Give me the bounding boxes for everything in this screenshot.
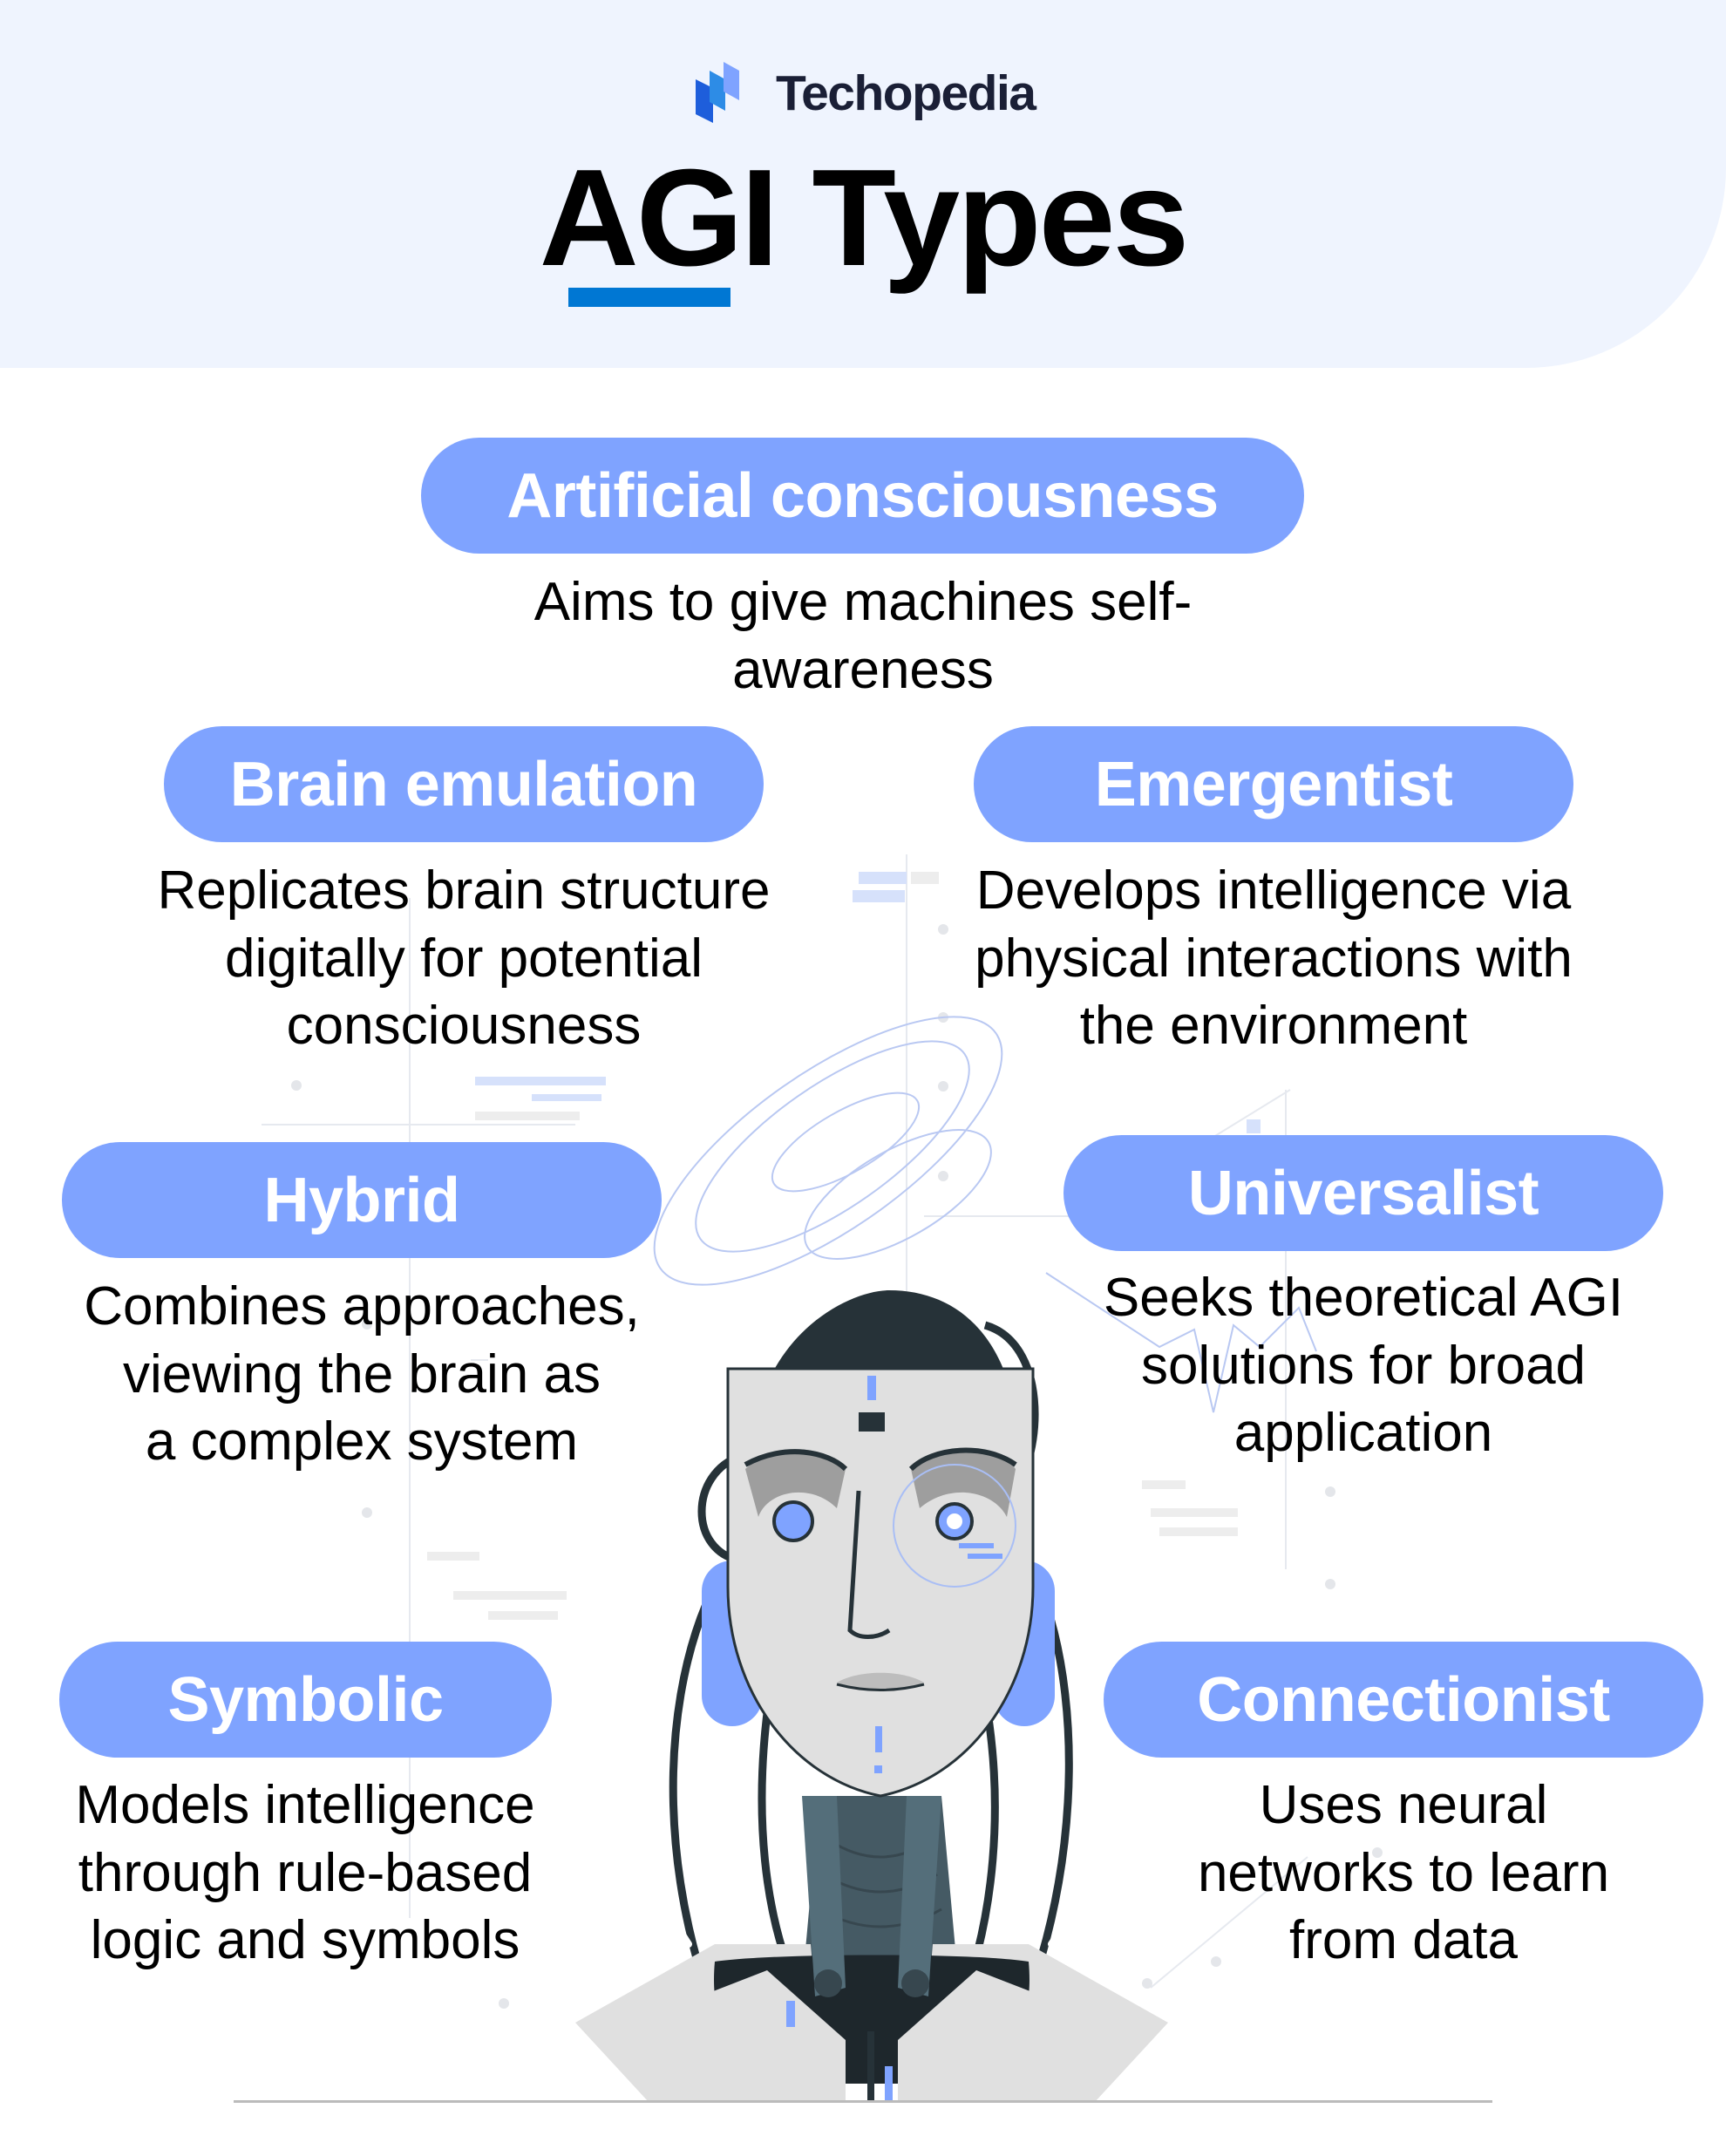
footer-divider: [234, 2100, 1492, 2103]
brand-logo[interactable]: Techopedia: [694, 58, 1036, 129]
type-description-brain-emulation: Replicates brain structure digitally for…: [157, 860, 771, 1056]
brand-name: Techopedia: [776, 65, 1036, 121]
type-description-universalist: Seeks theoretical AGI solutions for broa…: [1103, 1268, 1624, 1463]
type-description-symbolic: Models intelligence through rule-based l…: [75, 1775, 535, 1970]
type-label: Universalist: [1187, 1158, 1539, 1228]
type-label: Connectionist: [1197, 1664, 1610, 1735]
type-description-artificial-consciousness: Aims to give machines self- awareness: [533, 572, 1193, 700]
type-description-connectionist: Uses neural networks to learn from data: [1197, 1775, 1610, 1970]
type-pill-connectionist: Connectionist: [1104, 1642, 1703, 1758]
type-pill-artificial-consciousness: Artificial consciousness: [421, 438, 1304, 554]
robot-bust-icon: [575, 1290, 1168, 2101]
type-description-hybrid: Combines approaches, viewing the brain a…: [84, 1276, 640, 1472]
type-pill-universalist: Universalist: [1063, 1135, 1663, 1251]
type-label: Hybrid: [263, 1165, 460, 1235]
type-label: Artificial consciousness: [506, 460, 1219, 531]
type-label: Symbolic: [167, 1664, 444, 1735]
type-pill-hybrid: Hybrid: [62, 1142, 662, 1258]
techopedia-logo-icon: [696, 62, 739, 123]
header-band: [0, 0, 1726, 368]
title-underline: [568, 288, 730, 307]
type-label: Emergentist: [1094, 749, 1453, 820]
page-title: AGI Types: [539, 141, 1190, 295]
type-pill-symbolic: Symbolic: [59, 1642, 552, 1758]
type-description-emergentist: Develops intelligence via physical inter…: [975, 860, 1573, 1056]
type-pill-emergentist: Emergentist: [974, 726, 1573, 842]
type-label: Brain emulation: [229, 749, 698, 820]
type-pill-brain-emulation: Brain emulation: [164, 726, 764, 842]
